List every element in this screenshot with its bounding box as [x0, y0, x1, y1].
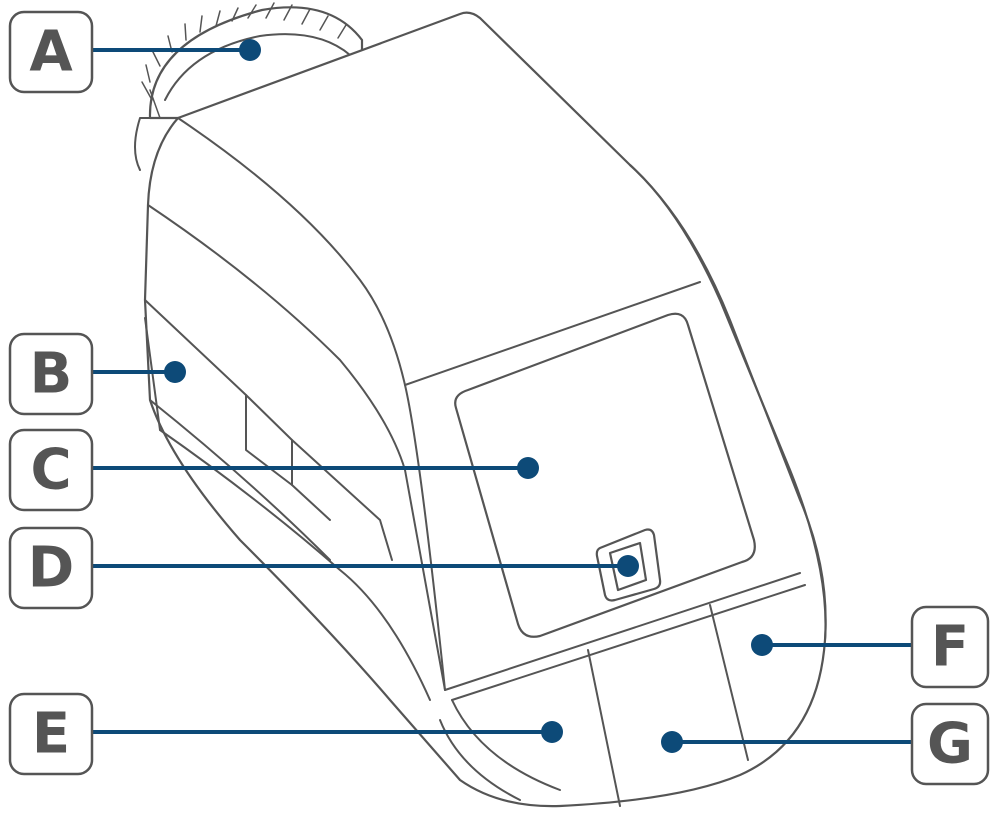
- printer-illustration: [134, 2, 827, 808]
- callout-label-F: F: [931, 615, 969, 680]
- display-panel: [454, 312, 756, 638]
- callout-C: C: [8, 428, 539, 512]
- callout-label-G: G: [927, 712, 973, 777]
- callout-D: D: [8, 526, 639, 610]
- callout-E: E: [8, 692, 563, 776]
- callout-B: B: [8, 332, 186, 416]
- callout-A: A: [8, 10, 261, 94]
- callout-label-C: C: [30, 438, 71, 503]
- callout-label-A: A: [29, 20, 73, 85]
- callout-F: F: [751, 605, 990, 689]
- callout-label-D: D: [28, 536, 74, 601]
- callout-label-B: B: [30, 342, 73, 407]
- callout-label-E: E: [32, 702, 70, 767]
- callout-G: G: [661, 702, 990, 786]
